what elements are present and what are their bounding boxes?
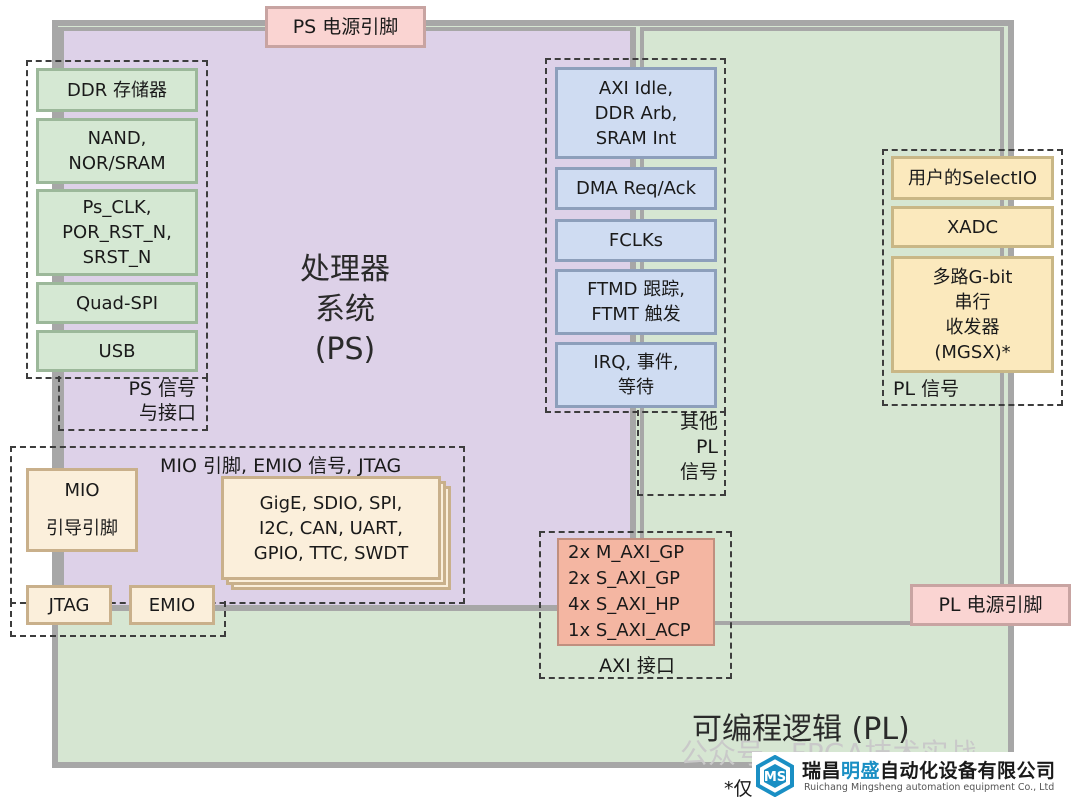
user-selectio-box: 用户的SelectIO: [891, 156, 1054, 200]
ps-signals-label: PS 信号 与接口: [128, 378, 196, 424]
company-logo-bar: MS 瑞昌明盛自动化设备有限公司 Ruichang Mingsheng auto…: [752, 752, 1080, 800]
company-name: 瑞昌明盛自动化设备有限公司: [802, 756, 1056, 783]
ps-power-pins: PS 电源引脚: [265, 6, 426, 48]
axi-interface-group: [539, 531, 732, 679]
axi-port-s-gp: 2x S_AXI_GP: [568, 568, 681, 589]
svg-text:MS: MS: [764, 770, 786, 785]
pl-signals-label: PL 信号: [893, 378, 960, 400]
clock-reset-box: Ps_CLK, POR_RST_N, SRST_N: [36, 189, 198, 276]
boot-pins-box: 引导引脚: [26, 508, 138, 552]
ftmd-ftmt-box: FTMD 跟踪, FTMT 触发: [555, 269, 717, 335]
axi-interface-label: AXI 接口: [599, 655, 675, 677]
company-name-highlight: 明盛: [841, 760, 881, 782]
other-pl-signals-label: 其他 PL 信号: [679, 411, 718, 483]
emio-box: EMIO: [129, 585, 215, 625]
programmable-logic-label: 可编程逻辑 (PL): [692, 712, 910, 747]
quad-spi-box: Quad-SPI: [36, 282, 198, 324]
axi-port-s-hp: 4x S_AXI_HP: [568, 594, 680, 615]
other-pl-signals-group: [545, 58, 726, 413]
pl-power-pins: PL 电源引脚: [910, 584, 1071, 626]
pl-signals-group: [882, 149, 1063, 406]
processor-system-label: 处理器 系统 (PS): [300, 252, 390, 367]
company-name-part1: 瑞昌: [802, 760, 842, 782]
dma-req-ack-box: DMA Req/Ack: [555, 167, 717, 210]
mio-box: MIO: [26, 468, 138, 510]
ps-signals-group-tail: [58, 376, 208, 431]
jtag-box: JTAG: [26, 585, 112, 625]
company-english-name: Ruichang Mingsheng automation equipment …: [804, 782, 1055, 793]
xadc-box: XADC: [891, 206, 1054, 248]
mio-emio-jtag-group-tail: [10, 601, 226, 637]
usb-box: USB: [36, 330, 198, 372]
axi-port-s-acp: 1x S_AXI_ACP: [568, 620, 691, 641]
axi-port-m-gp: 2x M_AXI_GP: [568, 542, 685, 563]
peripherals-box: GigE, SDIO, SPI, I2C, CAN, UART, GPIO, T…: [221, 476, 441, 580]
footnote: *仅: [724, 778, 753, 800]
irq-events-box: IRQ, 事件, 等待: [555, 342, 717, 408]
company-logo-icon: MS: [756, 755, 794, 797]
mgsx-transceiver-box: 多路G-bit 串行 收发器 (MGSX)*: [891, 256, 1054, 373]
axi-ports-box: 2x M_AXI_GP 2x S_AXI_GP 4x S_AXI_HP 1x S_AX…: [557, 538, 715, 646]
mio-group-title: MIO 引脚, EMIO 信号, JTAG: [160, 455, 402, 477]
axi-idle-ddr-arb-box: AXI Idle, DDR Arb, SRAM Int: [555, 67, 717, 159]
other-pl-signals-group-tail: [637, 410, 726, 496]
fclks-box: FCLKs: [555, 219, 717, 262]
ps-signals-group: [26, 60, 208, 379]
nand-nor-sram-box: NAND, NOR/SRAM: [36, 118, 198, 184]
ddr-memory-box: DDR 存储器: [36, 68, 198, 112]
company-name-part2: 自动化设备有限公司: [880, 760, 1056, 782]
mio-emio-jtag-group: [10, 446, 465, 604]
